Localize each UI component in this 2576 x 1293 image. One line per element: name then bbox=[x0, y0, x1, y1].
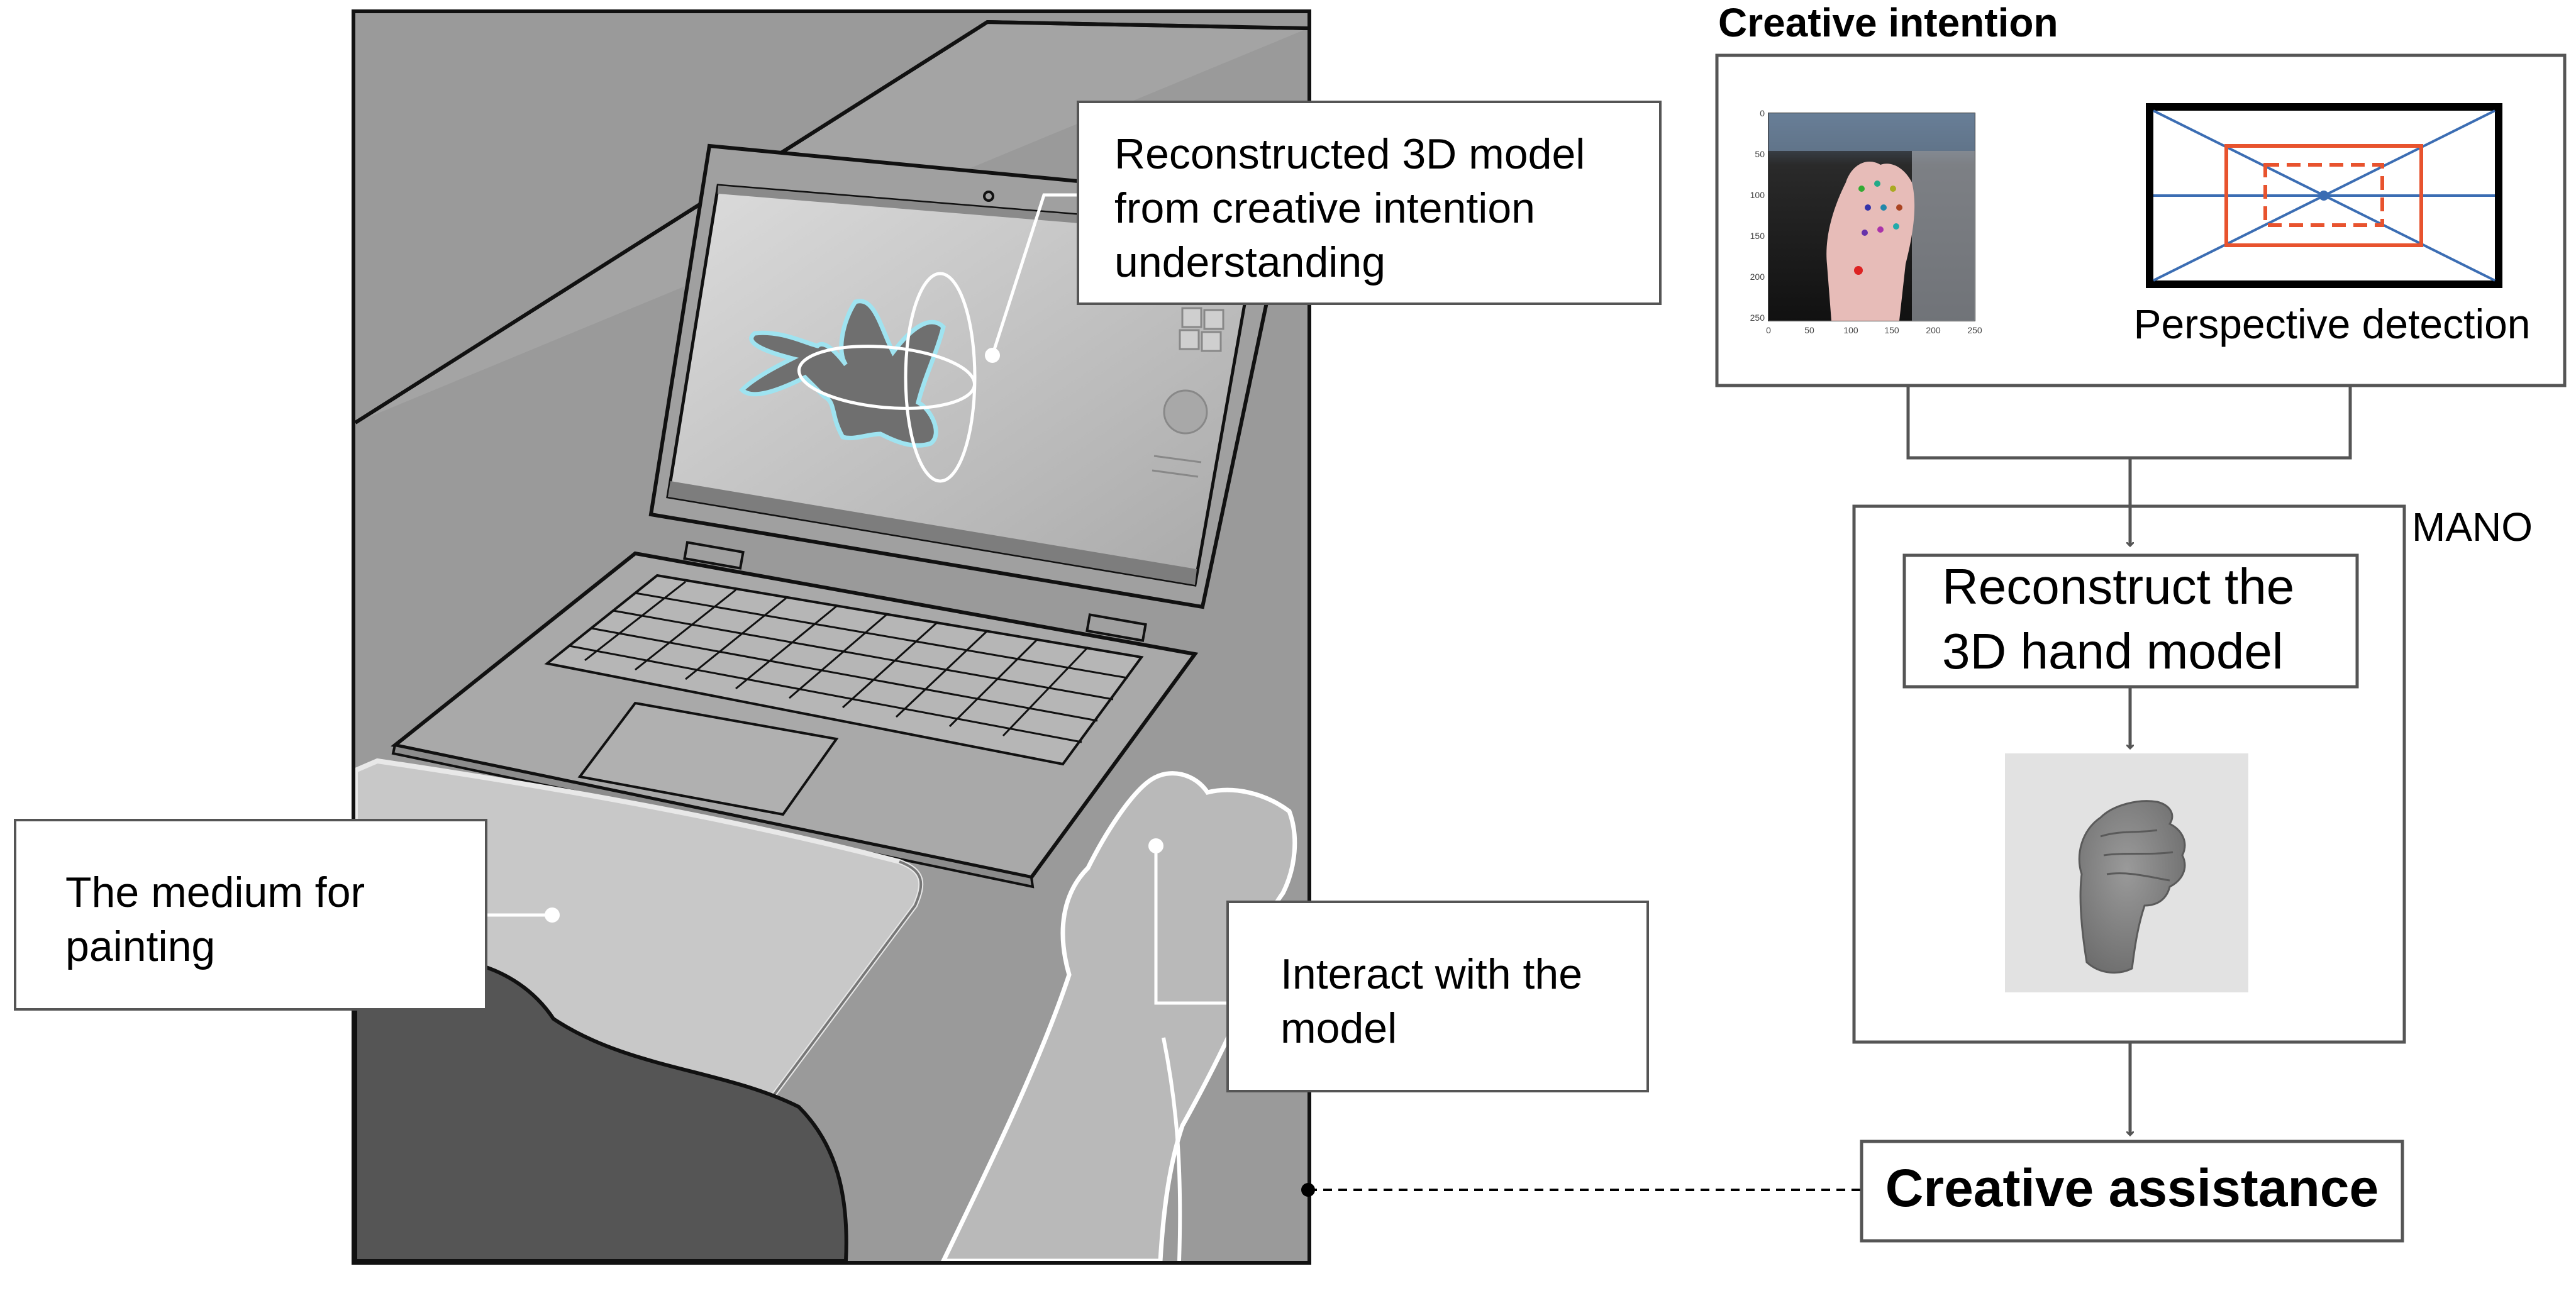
hand-keypoints bbox=[1854, 180, 1902, 275]
perspective-label: Perspective detection bbox=[2133, 301, 2530, 347]
assistance-box bbox=[1860, 1140, 2404, 1243]
flow-connectors bbox=[1308, 386, 2352, 1191]
pipeline: 0 50 100 150 200 250 0 50 100 150 200 25… bbox=[1301, 53, 2567, 1243]
y-tick: 200 bbox=[1750, 272, 1765, 282]
hand-model-render bbox=[2005, 753, 2248, 992]
y-tick: 50 bbox=[1755, 149, 1765, 159]
callout-medium-text: The medium for painting bbox=[65, 868, 365, 970]
screen-side-panel bbox=[1152, 307, 1224, 478]
perspective-outer-frame bbox=[2224, 144, 2423, 247]
callout-model-text: Reconstructed 3D model from creative int… bbox=[1114, 130, 1585, 286]
leader-interact-dot bbox=[1148, 838, 1163, 853]
mano-label: MANO bbox=[2412, 504, 2533, 550]
y-tick: 150 bbox=[1750, 231, 1765, 241]
webcam bbox=[983, 191, 994, 202]
touchpad bbox=[577, 701, 839, 816]
assistance-link-dot bbox=[1301, 1183, 1315, 1197]
right-arm bbox=[940, 771, 1297, 1263]
x-tick: 200 bbox=[1926, 325, 1941, 335]
photo-hand bbox=[1826, 162, 1915, 321]
y-tick: 100 bbox=[1750, 190, 1765, 200]
y-tick: 0 bbox=[1760, 108, 1765, 118]
leader-model bbox=[991, 193, 1077, 356]
x-tick: 150 bbox=[1884, 325, 1899, 335]
x-tick: 250 bbox=[1967, 325, 1982, 335]
perspective-graphic bbox=[2146, 103, 2502, 288]
merge-bracket bbox=[1906, 386, 2352, 460]
x-tick: 100 bbox=[1843, 325, 1858, 335]
plot-y-ticks: 0 50 100 150 200 250 bbox=[1750, 108, 1765, 323]
perspective-inner-frame bbox=[2263, 163, 2384, 227]
x-tick: 0 bbox=[1766, 325, 1771, 335]
vanishing-point bbox=[2319, 191, 2329, 201]
leader-interact bbox=[1154, 846, 1226, 1005]
plot-x-ticks: 0 50 100 150 200 250 bbox=[1766, 325, 1982, 335]
intention-title: Creative intention bbox=[1718, 0, 2058, 45]
assistance-label: Creative assistance bbox=[1885, 1158, 2379, 1218]
leader-model-dot bbox=[985, 348, 1000, 363]
keyboard-keys bbox=[569, 580, 1128, 743]
callout-interact: Interact with the model bbox=[1226, 901, 1649, 1092]
mano-box bbox=[1852, 504, 2406, 1044]
y-tick: 250 bbox=[1750, 313, 1765, 323]
reconstruct-line1: Reconstruct the bbox=[1942, 558, 2294, 614]
callout-model: Reconstructed 3D model from creative int… bbox=[1077, 101, 1662, 305]
hand-photo-plot: 0 50 100 150 200 250 0 50 100 150 200 25… bbox=[1750, 108, 1982, 335]
reconstruct-box bbox=[1902, 553, 2359, 689]
rendered-hand bbox=[2078, 800, 2186, 974]
x-tick: 50 bbox=[1804, 325, 1814, 335]
rotation-ring-vertical bbox=[904, 272, 977, 483]
leader-medium-dot bbox=[545, 907, 560, 923]
reconstruct-line2: 3D hand model bbox=[1942, 623, 2284, 679]
callout-leaders bbox=[487, 193, 1226, 1005]
callout-interact-text: Interact with the model bbox=[1280, 950, 1583, 1052]
callout-medium: The medium for painting bbox=[14, 819, 487, 1011]
